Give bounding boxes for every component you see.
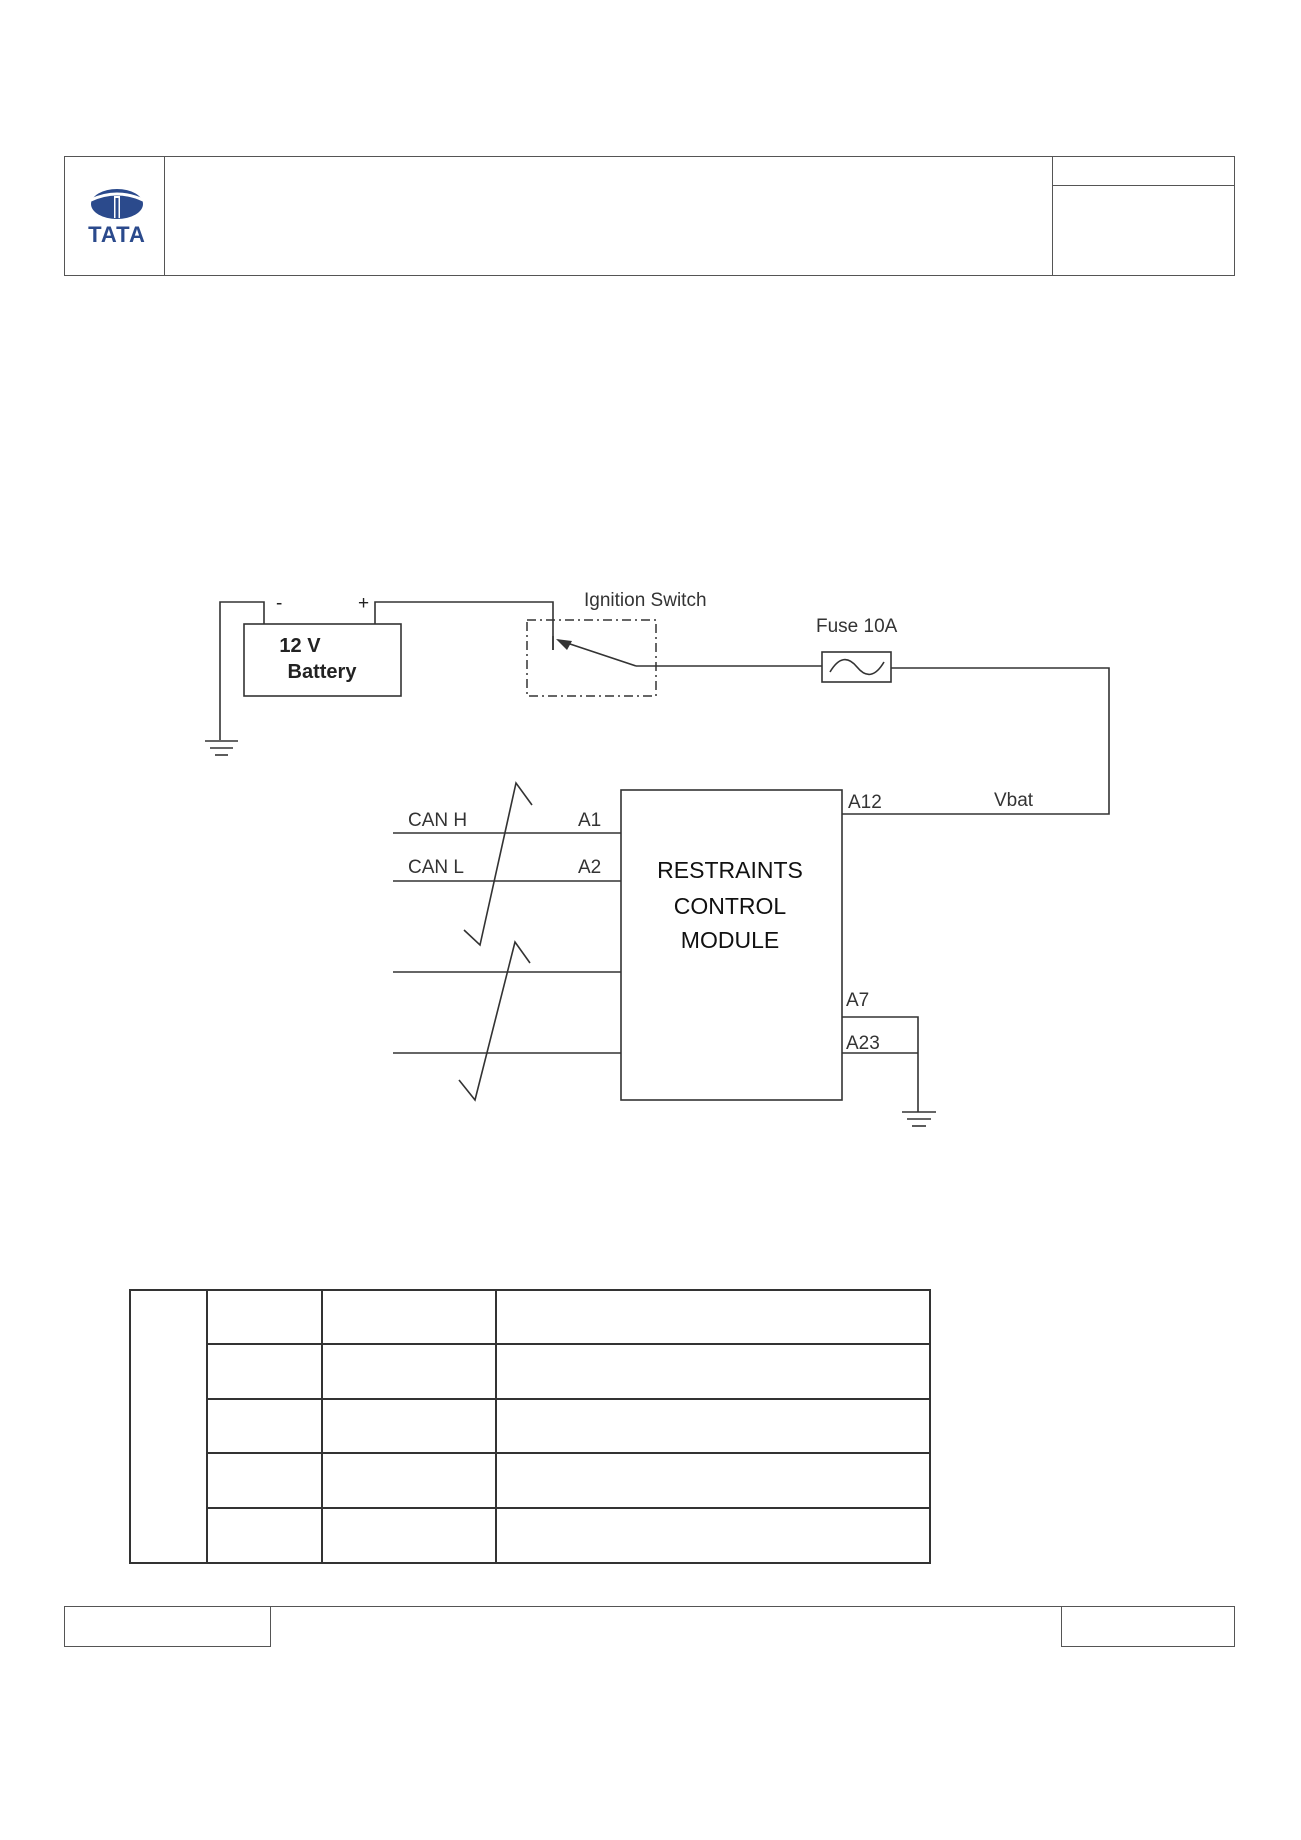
battery-neg-wire bbox=[219, 601, 265, 740]
harness-break-icon-lower bbox=[458, 940, 531, 1102]
document-header bbox=[64, 156, 1235, 276]
ignition-switch-label: Ignition Switch bbox=[584, 590, 707, 611]
a7-ground-wire bbox=[842, 1016, 919, 1112]
battery-pos-wire bbox=[374, 601, 554, 650]
battery-label-name: Battery bbox=[288, 661, 358, 683]
can-h-label: CAN H bbox=[408, 810, 467, 831]
pin-table bbox=[129, 1289, 931, 1564]
module-label-line2: CONTROL bbox=[674, 893, 787, 919]
ignition-switch-arm bbox=[557, 639, 637, 667]
header-right-column bbox=[1052, 156, 1235, 276]
ignition-switch-housing bbox=[526, 619, 657, 697]
pin-a7-label: A7 bbox=[846, 990, 869, 1011]
module-label-line3: MODULE bbox=[681, 927, 779, 953]
can-l-label: CAN L bbox=[408, 857, 464, 878]
vbat-wire bbox=[842, 667, 1110, 815]
fuse-icon bbox=[821, 651, 892, 683]
tata-logo: TATA bbox=[88, 189, 146, 247]
header-logo-cell: TATA bbox=[64, 156, 165, 276]
footer-right-box bbox=[1061, 1606, 1235, 1647]
battery-label-voltage: 12 V bbox=[279, 635, 321, 657]
pin-a2-label: A2 bbox=[578, 857, 601, 878]
pin-a23-label: A23 bbox=[846, 1033, 880, 1054]
footer-rule bbox=[64, 1606, 1235, 1607]
fuse-label: Fuse 10A bbox=[816, 616, 898, 637]
logo-wordmark: TATA bbox=[88, 222, 146, 247]
battery-negative-terminal: - bbox=[276, 593, 282, 614]
pin-a1-label: A1 bbox=[578, 810, 601, 831]
vbat-label: Vbat bbox=[994, 790, 1034, 811]
module-label-line1: RESTRAINTS bbox=[657, 857, 803, 883]
battery-positive-terminal: + bbox=[358, 593, 369, 614]
harness-break-icon-upper bbox=[463, 781, 533, 947]
battery-box bbox=[243, 623, 402, 697]
restraints-control-module-box bbox=[620, 789, 843, 1101]
footer-left-box bbox=[64, 1606, 271, 1647]
header-right-divider bbox=[1052, 185, 1235, 186]
pin-a12-label: A12 bbox=[848, 792, 882, 813]
